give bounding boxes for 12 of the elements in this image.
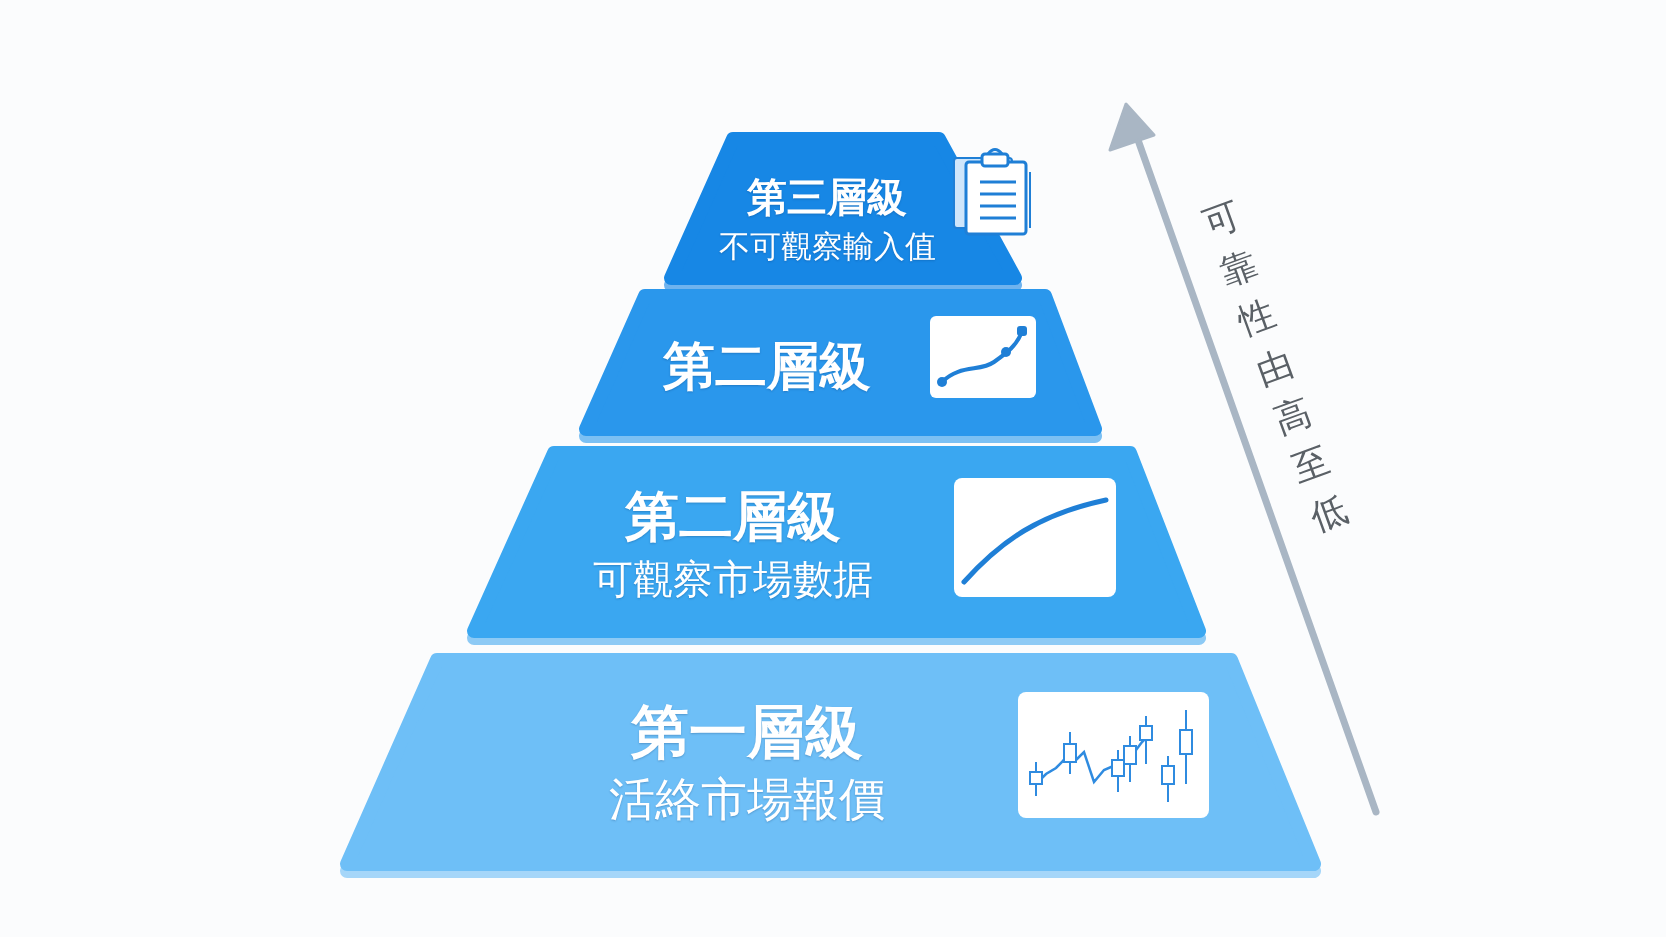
arrow-label: 可靠性由高至低	[1196, 192, 1354, 541]
pyramid-tier	[467, 446, 1206, 645]
tier-heading: 第三層級	[747, 175, 907, 219]
pyramid-tier	[664, 132, 1034, 292]
tier-heading: 第二層級	[625, 487, 841, 547]
tier-subtitle: 不可觀察輸入值	[718, 228, 936, 264]
tier-subtitle: 活絡市場報價	[609, 773, 885, 825]
tier-heading: 第一層級	[631, 701, 863, 765]
pyramid-tier	[579, 289, 1102, 443]
pyramid-tier	[340, 653, 1321, 878]
tier-heading: 第二層級	[663, 338, 871, 396]
tier-subtitle: 可觀察市場數据	[593, 557, 873, 601]
